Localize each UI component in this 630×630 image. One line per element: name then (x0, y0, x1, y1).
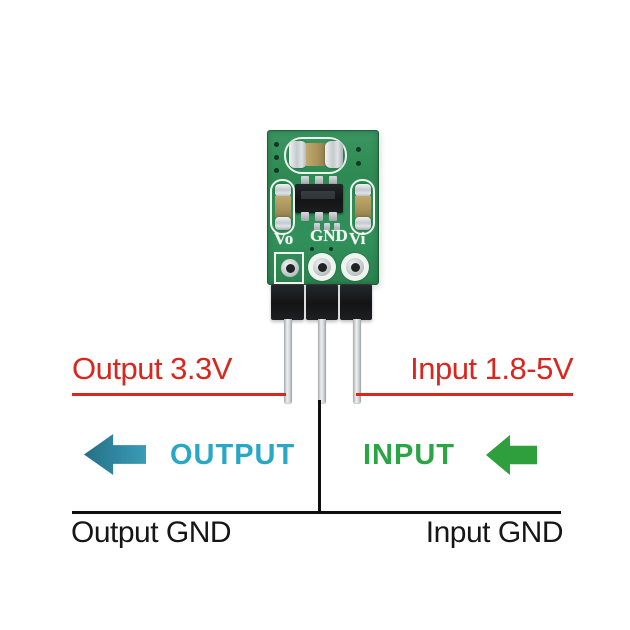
smd-capacitor-top-terminal (289, 141, 307, 168)
solder-pad (334, 223, 340, 231)
pin-header (306, 284, 338, 320)
pin-hole-vo-center (286, 264, 295, 273)
via-dot (356, 161, 361, 166)
via-dot (310, 247, 314, 251)
via-dot (329, 247, 333, 251)
silkscreen-label-vi: Vi (349, 229, 366, 248)
solder-pad (324, 223, 330, 231)
pin-vo (284, 319, 292, 403)
ic-leg (301, 176, 309, 185)
pin-hole-gnd-center (318, 263, 327, 272)
pin-header (340, 284, 372, 320)
smd-capacitor-left (275, 196, 291, 218)
pin-hole-vi-center (351, 263, 360, 272)
pin-header (271, 284, 304, 320)
silkscreen-outline-top (284, 137, 347, 174)
via-dot (274, 142, 279, 147)
ic-leg (301, 212, 309, 221)
output-left-arrow-icon (84, 434, 146, 475)
input-gnd-label: Input GND (425, 516, 564, 549)
solder-pad (314, 223, 320, 231)
pin-gnd (318, 319, 326, 403)
silkscreen-outline-right (350, 179, 375, 235)
regulator-ic (295, 184, 343, 213)
pin-hole-vo-outline (274, 252, 304, 284)
ic-leg (315, 212, 323, 221)
output-voltage-underline (72, 393, 286, 396)
pin-vi (353, 319, 361, 403)
smd-capacitor-left-terminal (275, 184, 291, 197)
ic-leg (315, 176, 323, 185)
smd-capacitor-top (306, 143, 326, 166)
output-voltage-label: Output 3.3V (72, 351, 232, 386)
ic-marking (301, 191, 335, 199)
ic-leg (329, 212, 337, 221)
smd-capacitor-top-terminal (325, 141, 343, 168)
via-dot (274, 155, 279, 160)
via-dot (274, 168, 279, 173)
pcb-board: Vo GND Vi (267, 130, 379, 285)
input-direction-label: INPUT (363, 439, 455, 471)
smd-capacitor-right (355, 196, 371, 218)
smd-capacitor-left-terminal (275, 217, 291, 230)
smd-capacitor-right-terminal (355, 184, 371, 197)
ic-leg (329, 176, 337, 185)
silkscreen-label-gnd: GND (310, 226, 348, 245)
silkscreen-label-vo: Vo (274, 229, 294, 248)
via-dot (356, 147, 361, 152)
input-left-arrow-icon (486, 435, 537, 475)
gnd-line-horizontal (72, 511, 561, 514)
input-voltage-underline (356, 393, 573, 396)
output-direction-label: OUTPUT (170, 439, 296, 471)
gnd-junction-line-vertical (318, 400, 321, 512)
silkscreen-outline-left (270, 179, 295, 235)
smd-capacitor-right-terminal (355, 217, 371, 230)
input-voltage-label: Input 1.8-5V (410, 351, 573, 386)
output-gnd-label: Output GND (71, 516, 232, 549)
